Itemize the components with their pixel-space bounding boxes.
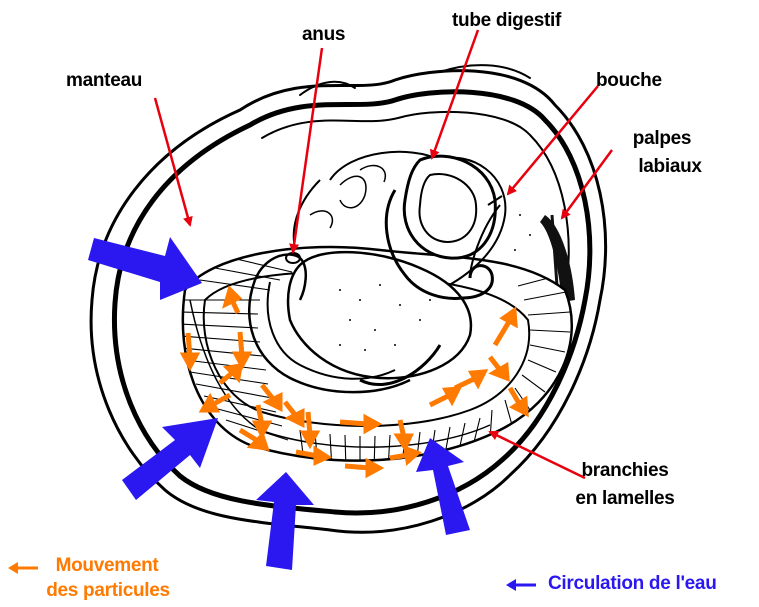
legend-blue: Circulation de l'eau [548,573,717,595]
label-palpes-line2: labiaux [630,156,710,178]
label-anus: anus [302,24,345,46]
label-branchies-line2: en lamelles [560,488,690,510]
legend-orange-arrow [8,562,38,574]
legend-orange-line1: Mouvement [42,555,172,577]
orange-arrow [345,462,379,474]
label-palpes-line1: palpes [622,128,702,150]
blue-arrow-bottom-center [256,472,314,570]
label-tube-digestif: tube digestif [452,10,561,32]
legend-orange-line2: des particules [34,580,182,602]
label-branchies-line1: branchies [560,460,690,482]
label-bouche: bouche [596,70,662,92]
label-manteau: manteau [66,70,142,92]
pointer-anus [293,48,322,252]
legend-blue-arrow [506,579,536,591]
